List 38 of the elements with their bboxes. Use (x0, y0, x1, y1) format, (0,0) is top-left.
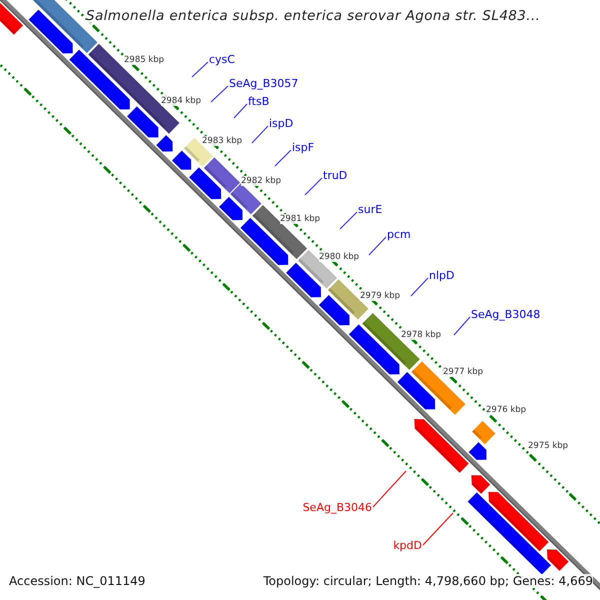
leader-line (192, 62, 208, 78)
gene-label: ispF (292, 142, 314, 154)
scale-label: 2980 kbp (319, 252, 360, 262)
scale-label: 2979 kbp (360, 291, 400, 301)
scale-label: 2978 kbp (401, 330, 442, 340)
scale-label: 2981 kbp (280, 214, 320, 224)
scale-label: 2976 kbp (486, 405, 526, 415)
leader-line (210, 86, 228, 102)
gene-label: pcm (387, 229, 411, 241)
scale-label: 2982 kbp (241, 176, 282, 186)
leader-line (422, 512, 454, 546)
gene-label: surE (358, 204, 382, 216)
genome-title: Salmonella enterica subsp. enterica serovar Agona str. SL483... (86, 8, 540, 24)
gene-label: nlpD (429, 270, 454, 282)
leader-line (304, 178, 322, 196)
gene-label: ftsB (248, 96, 270, 108)
scale-label: 2983 kbp (202, 136, 242, 146)
gene-label: truD (323, 170, 348, 182)
leader-line (410, 278, 428, 296)
gene-label: SeAg_B3048 (471, 309, 540, 321)
gene-label: SeAg_B3046 (302, 502, 372, 514)
gene-label: kpdD (393, 540, 422, 552)
scale-label: 2977 kbp (443, 367, 484, 377)
leader-line (340, 212, 358, 230)
gene-label: ispD (269, 118, 294, 130)
accession-text: Accession: NC_011149 (9, 574, 146, 588)
scale-label: 2985 kbp (124, 55, 164, 65)
leader-line (274, 150, 292, 166)
leader-line (252, 126, 268, 144)
leader-line (234, 104, 248, 118)
leader-line (368, 236, 386, 256)
scale-label: 2984 kbp (161, 96, 202, 106)
gene-label: SeAg_B3057 (229, 78, 298, 90)
scale-label: 2975 kbp (528, 441, 568, 451)
genome-stats-text: Topology: circular; Length: 4,798,660 bp; Genes: 4,669 (263, 574, 593, 588)
leader-line (454, 316, 470, 336)
gene-label: cysC (209, 54, 235, 66)
leader-line (372, 470, 406, 508)
